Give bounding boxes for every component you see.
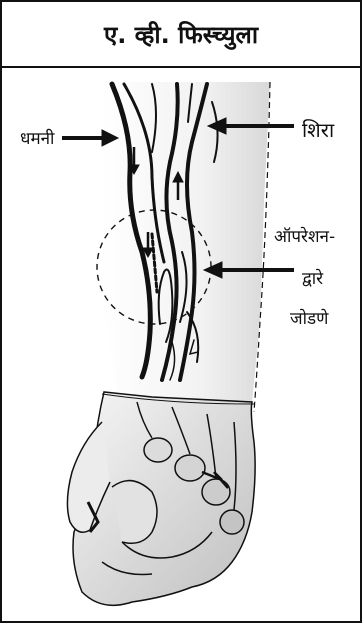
artery-label: धमनी	[20, 126, 54, 149]
operation-label-line2: द्वारे	[302, 266, 323, 289]
operation-label-line3: जोडणे	[290, 306, 328, 329]
figure-title: ए. व्ही. फिस्च्युला	[104, 18, 258, 51]
vein-label: शिरा	[302, 116, 334, 143]
av-fistula-illustration	[2, 68, 360, 621]
hand	[67, 392, 255, 605]
title-bar: ए. व्ही. फिस्च्युला	[2, 2, 360, 68]
operation-label-line1: ऑपरेशन-	[274, 224, 335, 247]
